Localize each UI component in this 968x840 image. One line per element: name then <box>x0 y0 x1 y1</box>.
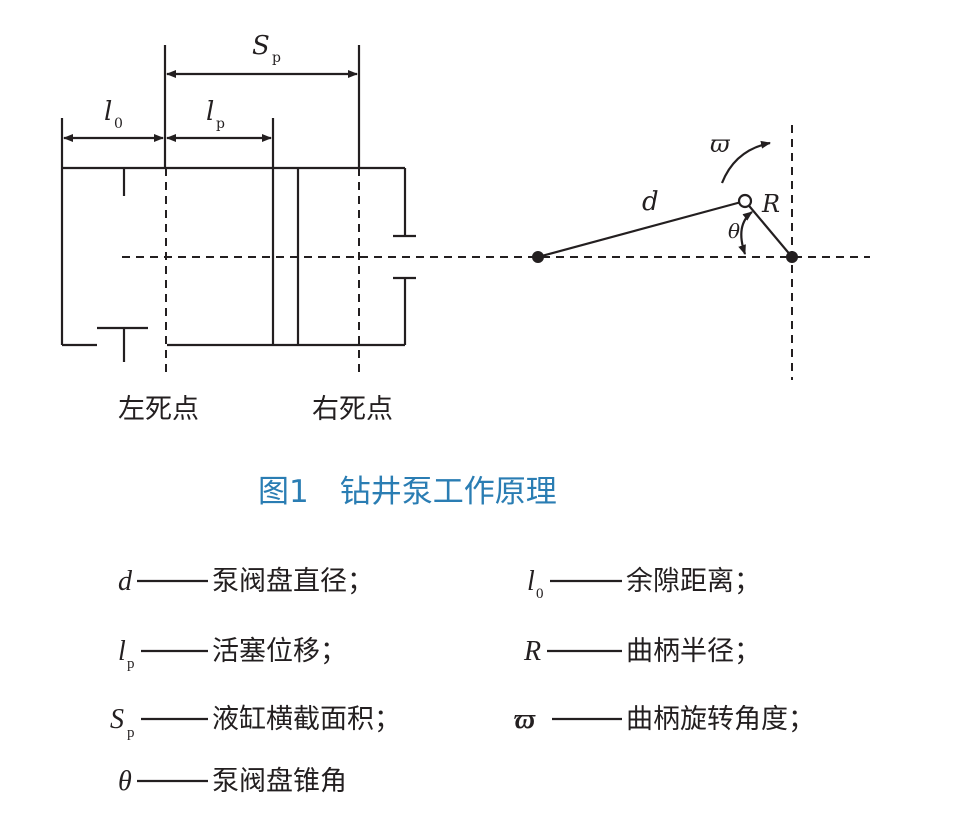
left-dead-point-label: 左死点 <box>118 394 199 425</box>
legend-symbol: l <box>118 636 126 667</box>
connecting-rod <box>537 199 746 259</box>
legend-symbol-sub: p <box>127 725 135 741</box>
legend-description: 曲柄旋转角度； <box>626 704 815 735</box>
crank-pin-joint <box>737 193 753 209</box>
r-label: R <box>761 190 780 218</box>
crank-center-joint <box>786 251 798 263</box>
theta-angle-arc <box>738 211 753 255</box>
l0-label-sub: 0 <box>114 116 123 132</box>
legend-item-d: d 泵阀盘直径； <box>118 566 374 597</box>
legend-symbol-sub: 0 <box>536 586 544 602</box>
legend-symbol: ϖ <box>514 704 536 735</box>
legend-symbol: θ <box>118 766 132 797</box>
legend-description: 曲柄半径； <box>626 636 761 667</box>
lp-label-sub: p <box>216 116 225 132</box>
rod-end-joint <box>532 251 544 263</box>
right-dead-point-label: 右死点 <box>312 394 393 425</box>
legend-description: 余隙距离； <box>626 566 761 597</box>
legend-item-lp: l p 活塞位移； <box>118 636 347 672</box>
sp-label-sub: p <box>272 50 281 66</box>
crank-arm <box>744 200 793 258</box>
dimension-lines <box>60 45 361 168</box>
l0-label: l 0 <box>104 97 123 132</box>
legend-symbol: S <box>110 704 124 735</box>
l0-label-main: l <box>104 97 112 127</box>
legend-description: 液缸横截面积； <box>212 704 401 735</box>
omega-rotation-arrow <box>720 140 771 184</box>
omega-label: ϖ <box>710 130 731 158</box>
legend: d 泵阀盘直径； l 0 余隙距离； l p 活塞位移； R 曲柄半径； S p <box>110 566 815 797</box>
sp-label: S p <box>252 31 281 66</box>
figure-caption: 图1 钻井泵工作原理 <box>258 474 557 510</box>
legend-symbol: R <box>523 636 541 667</box>
lp-label: l p <box>206 97 225 132</box>
legend-item-sp: S p 液缸横截面积； <box>110 704 401 741</box>
lp-label-main: l <box>206 97 214 127</box>
legend-item-r: R 曲柄半径； <box>523 636 761 667</box>
legend-symbol: l <box>527 566 535 597</box>
legend-description: 泵阀盘直径； <box>212 566 374 597</box>
theta-label: θ <box>728 219 740 243</box>
legend-description: 泵阀盘锥角 <box>212 766 347 797</box>
legend-symbol-sub: p <box>127 656 135 672</box>
legend-item-l0: l 0 余隙距离； <box>527 566 761 602</box>
legend-item-theta: θ 泵阀盘锥角 <box>118 766 347 797</box>
legend-item-omega: ϖ 曲柄旋转角度； <box>514 704 815 735</box>
pump-cylinder <box>60 166 416 362</box>
legend-description: 活塞位移； <box>212 636 347 667</box>
legend-symbol: d <box>118 566 133 597</box>
d-label: d <box>642 187 659 217</box>
sp-label-main: S <box>252 31 270 61</box>
